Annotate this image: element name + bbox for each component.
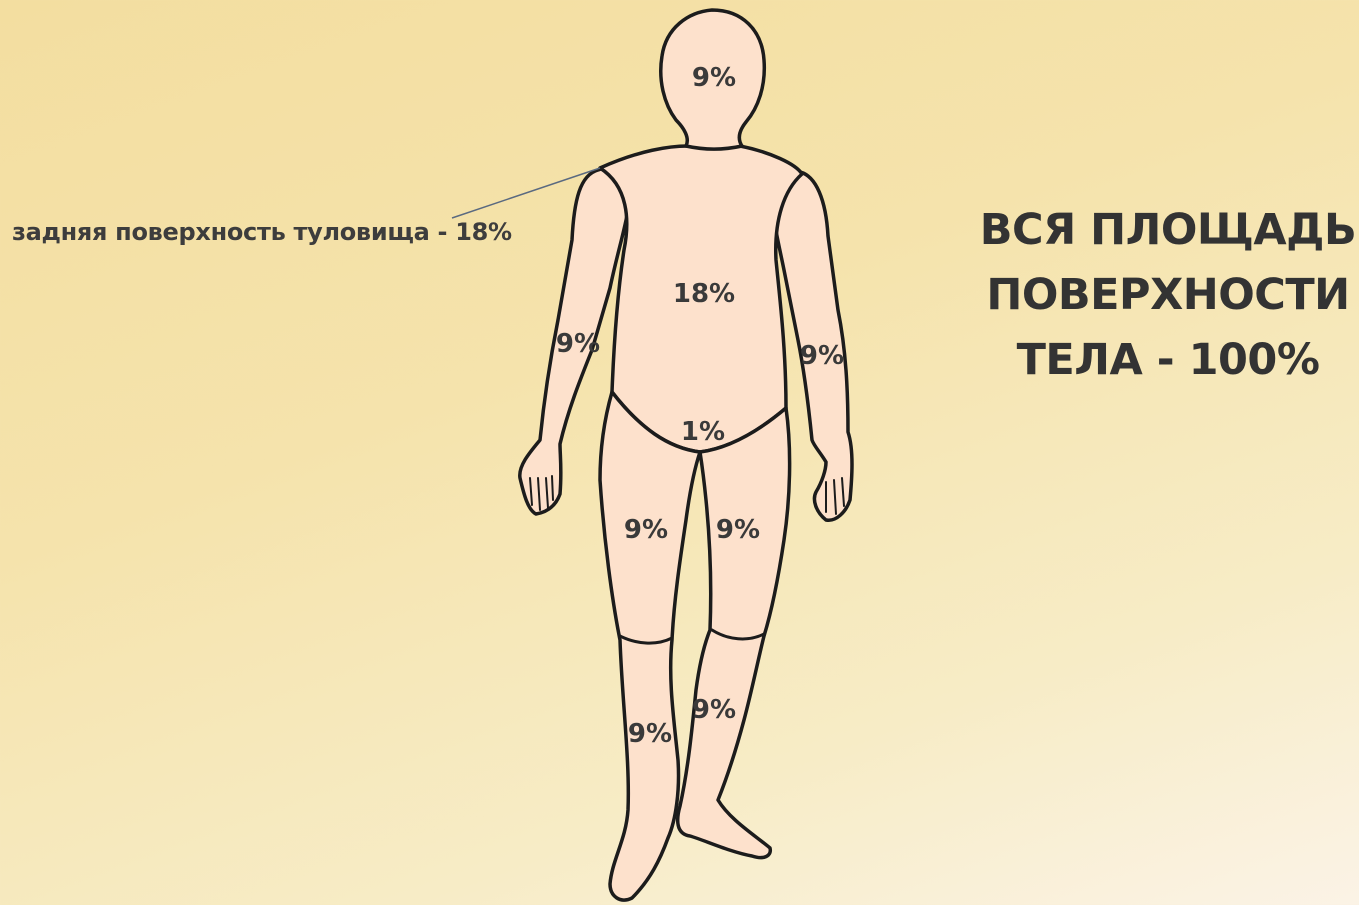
right-thigh-percent: 9% (716, 515, 760, 545)
torso-percent: 18% (673, 279, 735, 309)
left-thigh-percent: 9% (624, 515, 668, 545)
right-shin-percent: 9% (692, 695, 736, 725)
groin-percent: 1% (681, 417, 725, 447)
left-shin-percent: 9% (628, 719, 672, 749)
total-surface-caption: ВСЯ ПЛОЩАДЬ ПОВЕРХНОСТИ ТЕЛА - 100% (968, 198, 1359, 393)
total-caption-line1: ВСЯ ПЛОЩАДЬ (968, 198, 1359, 263)
head-percent: 9% (692, 63, 736, 93)
back-surface-label: задняя поверхность туловища - 18% (12, 218, 512, 246)
left-arm-percent: 9% (556, 329, 600, 359)
total-caption-line3: ТЕЛА - 100% (968, 328, 1359, 393)
right-arm-percent: 9% (800, 341, 844, 371)
total-caption-line2: ПОВЕРХНОСТИ (968, 263, 1359, 328)
